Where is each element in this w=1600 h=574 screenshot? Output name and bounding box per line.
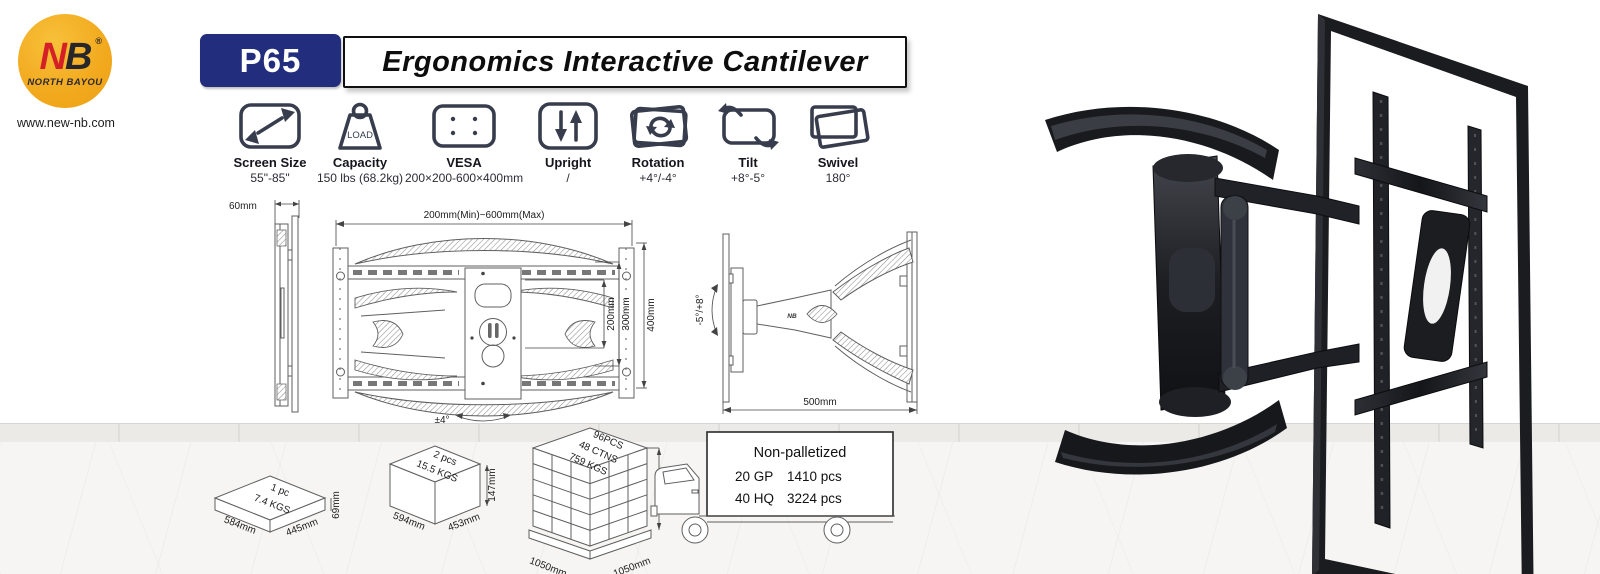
spec-tilt: Tilt +8°-5° (703, 100, 793, 185)
loading-hq-label: 40 HQ (735, 491, 774, 506)
wall-plate-arms (1045, 106, 1360, 475)
pallet-width: 1050mm (612, 556, 652, 574)
spec-upright: Upright / (523, 100, 613, 185)
carton-height: 147mm (487, 468, 498, 501)
spec-label: Swivel (817, 155, 859, 170)
dim-300mm: 300mm (621, 297, 632, 330)
upright-icon (538, 102, 598, 150)
spec-label: Screen Size (233, 155, 307, 170)
spec-label: Capacity (332, 155, 388, 170)
packaging-diagrams: 1 pc 7.4 KGS 584mm 445mm 69mm 2 pcs 15.5… (213, 427, 895, 574)
page-title: Ergonomics Interactive Cantilever (382, 45, 868, 78)
spec-value: +4°/-4° (639, 171, 677, 185)
pallet-length: 1050mm (528, 556, 568, 574)
load-icon: LOAD (338, 102, 382, 150)
tv-frame (1312, 14, 1534, 574)
product-photo (1045, 14, 1534, 574)
dim-rotation: ±4° (434, 415, 449, 426)
dim-width-range: 200mm(Min)~600mm(Max) (424, 210, 545, 221)
logo-initials: NB (18, 38, 112, 76)
technical-drawings: 60mm 200mm(Min)~600mm(Max) (229, 200, 918, 426)
tilt-icon (718, 103, 780, 150)
spec-icon-row: Screen Size 55"-85" LOAD Capacity 150 lb… (225, 100, 883, 185)
spec-label: VESA (446, 155, 482, 170)
spec-value: 55"-85" (250, 171, 290, 185)
title-banner: Ergonomics Interactive Cantilever (343, 36, 907, 88)
dim-400mm: 400mm (646, 298, 657, 331)
spec-swivel: Swivel 180° (793, 100, 883, 185)
drawing-front-view: 200mm(Min)~600mm(Max) (332, 210, 657, 426)
spec-vesa: VESA 200×200-600×400mm (405, 100, 523, 185)
spec-label: Rotation (631, 155, 685, 170)
nb-logo-icon: NB ® NORTH BAYOU (18, 14, 112, 108)
dim-depth: 60mm (229, 201, 257, 212)
spec-value: 200×200-600×400mm (404, 171, 524, 185)
spec-value: / (566, 171, 570, 185)
brand-name: NORTH BAYOU (27, 77, 103, 88)
truck-diagram: Non-palletized 20 GP 1410 pcs 40 HQ 3224… (650, 431, 895, 544)
brand-website: www.new-nb.com (17, 116, 115, 130)
arm-nb-mark: NB (787, 313, 797, 320)
spec-label: Tilt (738, 155, 758, 170)
swivel-icon (810, 105, 870, 149)
drawing-side-folded: 60mm (229, 200, 300, 413)
single-carton: 1 pc 7.4 KGS 584mm 445mm 69mm (213, 475, 342, 539)
spec-capacity: LOAD Capacity 150 lbs (68.2kg) (315, 100, 405, 185)
spec-rotation: Rotation +4°/-4° (613, 100, 703, 185)
double-carton: 2 pcs 15.5 KGS 594mm 453mm 147mm (388, 445, 498, 534)
model-badge: P65 (200, 34, 341, 87)
spec-value: 150 lbs (68.2kg) (316, 171, 403, 185)
screen-size-icon (239, 103, 301, 149)
model-number: P65 (239, 41, 302, 79)
dim-tilt-range: -5°/+8° (695, 294, 706, 325)
logo-letter-n: N (39, 36, 67, 78)
dim-extension: 500mm (803, 397, 836, 408)
logo-letter-b: B (65, 36, 92, 78)
carton-height: 69mm (331, 491, 342, 519)
spec-value: 180° (825, 171, 851, 185)
spec-label: Upright (544, 155, 592, 170)
loading-hq-qty: 3224 pcs (787, 491, 842, 506)
rotation-icon (629, 104, 689, 149)
vesa-icon (432, 104, 496, 148)
dim-200mm: 200mm (606, 297, 617, 330)
tv-crossbars (1354, 157, 1488, 416)
loading-gp-qty: 1410 pcs (787, 469, 842, 484)
spec-screen-size: Screen Size 55"-85" (225, 100, 315, 185)
loading-title: Non-palletized (754, 445, 847, 461)
spec-value: +8°-5° (731, 171, 765, 185)
registered-mark: ® (95, 36, 102, 46)
load-icon-text: LOAD (347, 130, 373, 141)
brand-logo: NB ® NORTH BAYOU www.new-nb.com (0, 10, 140, 130)
loading-gp-label: 20 GP (735, 469, 773, 484)
pallet-stack: 96PCS 48 CTNS 759 KGS 1050mm 1050mm 1874… (528, 427, 670, 574)
drawing-side-extended: NB -5°/+8° 500mm (695, 231, 918, 414)
loading-info-panel (706, 431, 894, 517)
